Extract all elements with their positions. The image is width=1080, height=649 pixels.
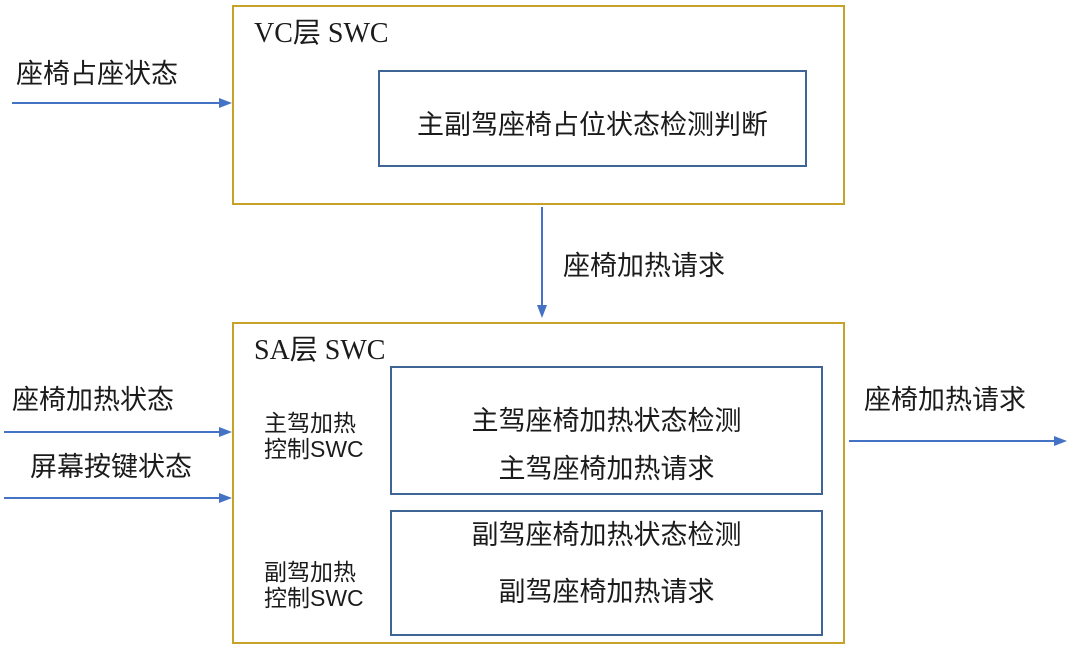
seat-occupancy-arrow-icon bbox=[12, 97, 232, 109]
passenger-heating-request-label: 副驾座椅加热请求 bbox=[498, 577, 715, 607]
driver-heating-status-detect-label: 主驾座椅加热状态检测 bbox=[471, 406, 742, 436]
driver-heating-swc-label: 主驾加热 控制SWC bbox=[264, 410, 384, 462]
passenger-heating-status-detect-label: 副驾座椅加热状态检测 bbox=[471, 520, 742, 550]
seat-heating-status-label: 座椅加热状态 bbox=[12, 385, 174, 415]
seat-heating-request-out-label: 座椅加热请求 bbox=[864, 385, 1026, 415]
seat-occupancy-status-label: 座椅占座状态 bbox=[16, 59, 178, 89]
arrow-shaft bbox=[12, 102, 219, 104]
screen-button-status-arrow-icon bbox=[4, 492, 232, 504]
sa-layer-box: SA层 SWC 主驾加热 控制SWC 主驾座椅加热状态检测 主驾座椅加热请求 副… bbox=[232, 322, 845, 644]
seat-heating-request-mid-label: 座椅加热请求 bbox=[563, 251, 725, 281]
arrow-head-icon bbox=[1054, 436, 1067, 446]
vc-occupancy-detect-box: 主副驾座椅占位状态检测判断 bbox=[378, 70, 807, 167]
driver-heating-request-label: 主驾座椅加热请求 bbox=[498, 454, 715, 484]
passenger-heating-function-box: 副驾座椅加热状态检测 副驾座椅加热请求 bbox=[390, 510, 823, 636]
seat-heating-request-out-arrow-icon bbox=[849, 435, 1067, 447]
seat-heating-request-mid-arrow-icon bbox=[536, 207, 548, 318]
arrow-head-icon bbox=[537, 305, 547, 318]
sa-layer-title: SA层 SWC bbox=[254, 335, 386, 366]
arrow-shaft bbox=[4, 431, 219, 433]
passenger-heating-swc-label-line1: 副驾加热 bbox=[264, 559, 356, 585]
arrow-shaft bbox=[4, 497, 219, 499]
passenger-heating-swc-label: 副驾加热 控制SWC bbox=[264, 559, 384, 611]
arrow-shaft bbox=[541, 207, 543, 305]
arrow-head-icon bbox=[219, 493, 232, 503]
arrow-head-icon bbox=[219, 427, 232, 437]
vc-occupancy-detect-label: 主副驾座椅占位状态检测判断 bbox=[417, 110, 768, 140]
vc-layer-box: VC层 SWC 主副驾座椅占位状态检测判断 bbox=[232, 5, 845, 205]
seat-heating-status-arrow-icon bbox=[4, 426, 232, 438]
arrow-shaft bbox=[849, 440, 1054, 442]
driver-heating-swc-label-line2: 控制SWC bbox=[264, 436, 364, 462]
arrow-head-icon bbox=[219, 98, 232, 108]
driver-heating-swc-label-line1: 主驾加热 bbox=[264, 410, 356, 436]
passenger-heating-swc-label-line2: 控制SWC bbox=[264, 585, 364, 611]
screen-button-status-label: 屏幕按键状态 bbox=[30, 452, 192, 482]
driver-heating-function-box: 主驾座椅加热状态检测 主驾座椅加热请求 bbox=[390, 366, 823, 495]
vc-layer-title: VC层 SWC bbox=[254, 18, 389, 49]
